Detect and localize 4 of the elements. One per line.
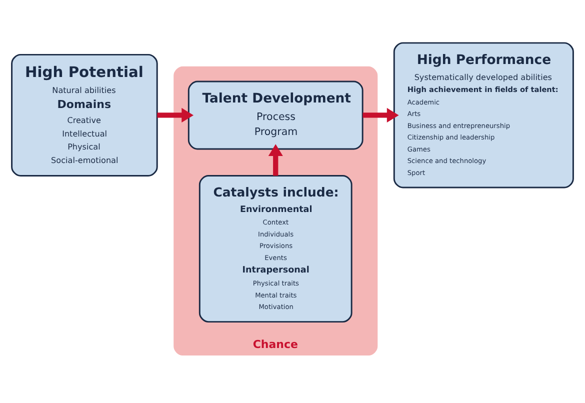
arrow — [157, 107, 194, 122]
arrow — [362, 107, 399, 122]
node-box: Talent Development Process Program — [188, 80, 364, 150]
arrow — [268, 144, 283, 176]
